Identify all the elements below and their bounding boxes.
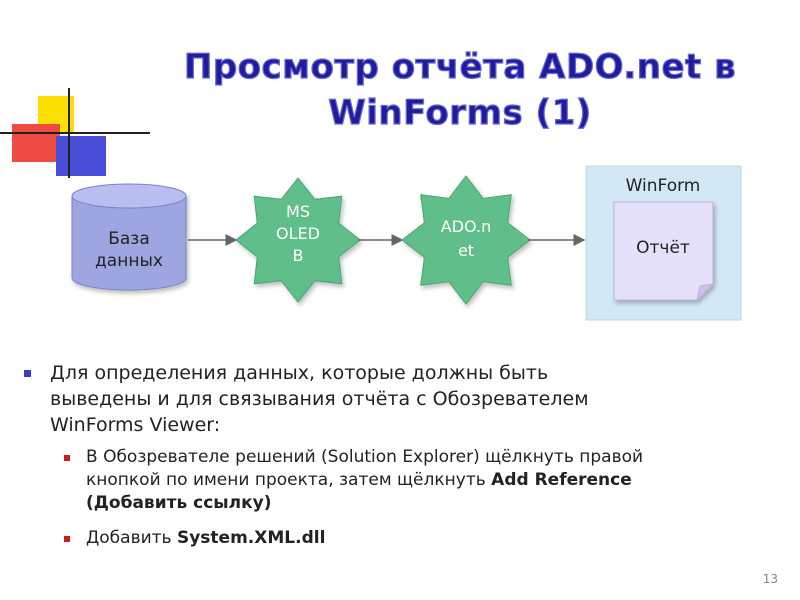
ms-oledb-node [235, 177, 361, 303]
sub2-text: Добавить [86, 528, 177, 548]
slide-body: Для определения данных, которые должны б… [24, 360, 744, 550]
slide-title: Просмотр отчёта ADO.net в WinForms (1) [150, 44, 770, 136]
sub-bullet-square-icon [64, 455, 70, 461]
title-line-1: Просмотр отчёта ADO.net в [183, 46, 737, 87]
database-label-2: данных [95, 251, 163, 271]
bullet-main-line-2: выведены и для связывания отчёта с Обозр… [50, 388, 589, 410]
sub-bullet-square-icon [64, 536, 70, 542]
sub1-add-reference: Add Reference [491, 470, 632, 490]
ado-net-node [401, 175, 531, 305]
title-line-2: WinForms (1) [328, 92, 592, 133]
winform-label: WinForm [626, 176, 701, 196]
report-label: Отчёт [636, 238, 690, 258]
ado-net-label-1: ADO.n [441, 217, 491, 236]
bullet-sub-2: Добавить System.XML.dll [64, 527, 744, 550]
bullet-main-line-1: Для определения данных, которые должны б… [50, 362, 549, 384]
bullet-main: Для определения данных, которые должны б… [24, 360, 744, 438]
ms-oledb-label-1: MS [286, 202, 310, 221]
deco-horizontal-line [0, 132, 150, 134]
bullet-sub-1: В Обозревателе решений (Solution Explore… [64, 446, 744, 515]
database-node [71, 183, 187, 291]
data-flow-diagram: База данных MS OLED B ADO.n et WinForm О… [71, 165, 742, 321]
sub1-line-1: В Обозревателе решений (Solution Explore… [86, 447, 644, 467]
sub1-line-2: кнопкой по имени проекта, затем щёлкнуть [86, 470, 492, 490]
deco-red-square [12, 124, 60, 162]
database-label-1: База [108, 229, 150, 249]
ado-net-label-2: et [458, 241, 474, 260]
ms-oledb-label-3: B [293, 246, 304, 265]
deco-blue-square [56, 136, 106, 176]
page-number: 13 [762, 572, 778, 586]
sub2-dll: System.XML.dll [176, 528, 326, 548]
bullet-square-icon [24, 370, 31, 377]
ms-oledb-label-2: OLED [276, 224, 320, 243]
sub1-add-reference-ru: (Добавить ссылку) [86, 493, 272, 513]
bullet-main-line-3: WinForms Viewer: [50, 414, 221, 436]
report-document-fold [696, 283, 715, 302]
